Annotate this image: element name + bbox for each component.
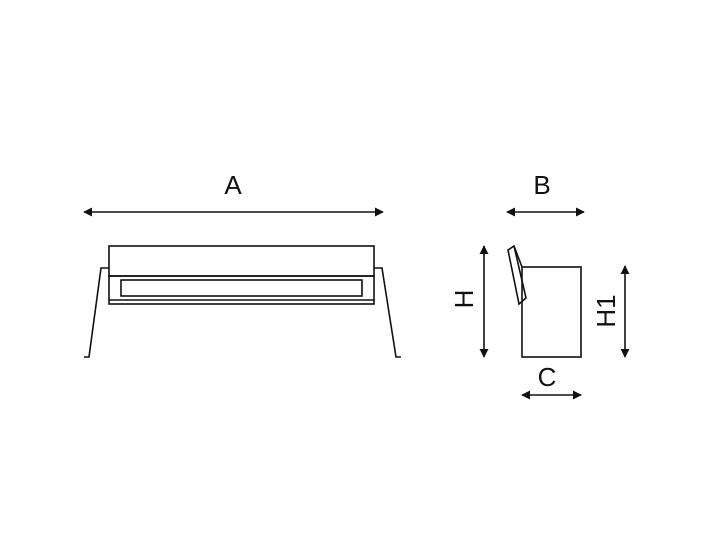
front-view-top-panel — [108, 245, 375, 277]
front-view-left-leg — [84, 267, 109, 358]
side-view — [507, 244, 582, 358]
side-view-body — [521, 266, 582, 358]
dimension-a-label: A — [224, 170, 242, 200]
side-view-flap-edge — [513, 245, 523, 268]
dimension-h-label: H — [449, 290, 479, 309]
front-view-lower-body — [108, 275, 375, 305]
side-view-flap — [507, 244, 527, 306]
front-view-inner-tray — [120, 279, 363, 297]
front-view-right-leg — [374, 267, 401, 358]
dimension-h1-label: H1 — [591, 294, 621, 327]
dimension-b-label: B — [533, 170, 550, 200]
front-view — [84, 245, 401, 358]
dimension-c-label: C — [538, 362, 557, 392]
